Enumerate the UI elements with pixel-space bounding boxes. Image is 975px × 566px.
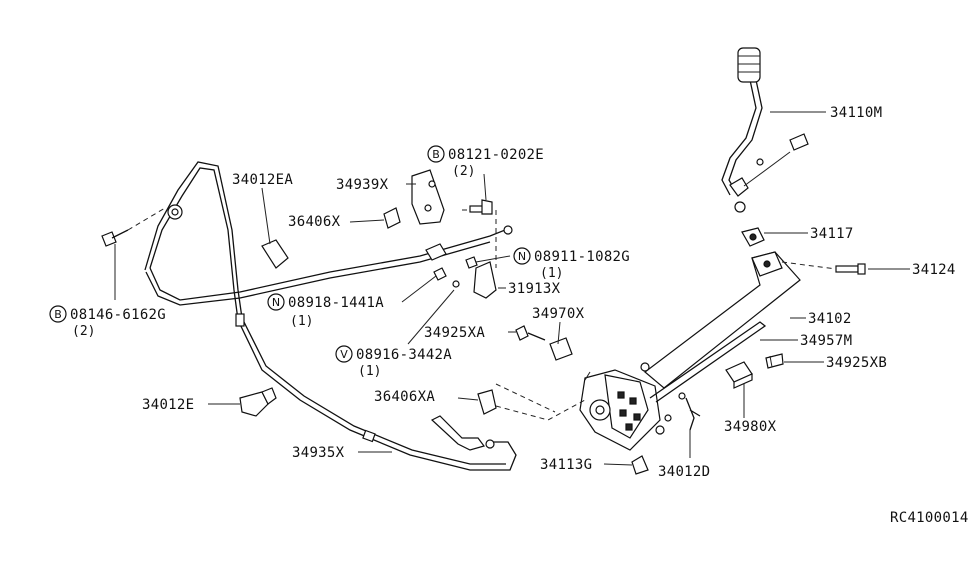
label-34117: 34117 — [810, 226, 854, 242]
label-08916: 08916-3442A — [356, 347, 452, 363]
cable-end-34935X — [430, 415, 486, 451]
clip-34113G-shape — [631, 455, 649, 475]
dash-36406XA-b — [495, 383, 556, 413]
cable-end-upper — [425, 243, 447, 261]
label-34113G: 34113G — [540, 457, 592, 473]
part-34970X-shape — [549, 337, 573, 361]
bolt-34925XB-shape — [765, 353, 784, 369]
label-08916-qty: (1) — [358, 364, 381, 379]
label-08918-qty: (1) — [290, 314, 313, 329]
pin-34012D-shape — [685, 397, 701, 431]
nut-08918-shape — [433, 267, 447, 281]
label-08146-qty: (2) — [72, 324, 95, 339]
label-34124: 34124 — [912, 262, 956, 278]
leaders — [114, 111, 910, 466]
label-08121: 08121-0202E — [448, 147, 544, 163]
bolt-08146-shape — [101, 229, 129, 247]
label-08911-qty: (1) — [540, 266, 563, 281]
rod-34957M — [649, 321, 767, 403]
clip-34012EA-shape — [261, 239, 289, 269]
nut-08911-shape — [465, 256, 478, 269]
cable-upper-b — [145, 241, 491, 306]
dash-36406XA — [495, 399, 586, 421]
prefix-n-08911: N — [513, 247, 531, 265]
prefix-n-08918: N — [267, 293, 285, 311]
clip-36406XA-shape — [477, 389, 497, 415]
label-34957M: 34957M — [800, 333, 852, 349]
prefix-v-08916-text: V — [340, 348, 348, 361]
clip-36406X-shape — [383, 207, 401, 229]
washer-08916-shape — [452, 280, 460, 288]
label-34012D: 34012D — [658, 464, 710, 480]
label-08146: 08146-6162G — [70, 307, 166, 323]
clip-34012E-ear — [261, 387, 277, 405]
prefix-n-08911-text: N — [518, 250, 526, 263]
label-31913X: 31913X — [508, 281, 561, 297]
label-34925XA: 34925XA — [424, 325, 485, 341]
dash-08146 — [127, 207, 166, 231]
prefix-n-08918-text: N — [272, 296, 280, 309]
cable-sleeve — [235, 313, 245, 327]
label-34970X: 34970X — [532, 306, 585, 322]
label-34012EA: 34012EA — [232, 172, 293, 188]
label-36406XA: 36406XA — [374, 389, 435, 405]
cable-34935X-a — [149, 167, 517, 471]
cable-upper — [149, 227, 511, 301]
label-34939X: 34939X — [336, 177, 389, 193]
prefix-b-08121-text: B — [432, 148, 440, 161]
pin-34012D-head — [678, 392, 686, 400]
label-08911: 08911-1082G — [534, 249, 630, 265]
label-34110M: 34110M — [830, 105, 882, 121]
prefix-b-08146: B — [49, 305, 67, 323]
cable-end-ring — [485, 439, 495, 449]
prefix-b-08146-text: B — [54, 308, 62, 321]
cable-34935X-b — [144, 161, 506, 465]
control-assembly — [579, 251, 801, 451]
label-08918: 08918-1441A — [288, 295, 384, 311]
label-36406X: 36406X — [288, 214, 341, 230]
cable-sleeve-2 — [362, 429, 376, 443]
bolt-08121-shape — [469, 199, 493, 215]
bolt-34925XA-shape — [515, 325, 546, 341]
label-34012E: 34012E — [142, 397, 194, 413]
label-08121-qty: (2) — [452, 164, 475, 179]
label-34925XB: 34925XB — [826, 355, 887, 371]
label-34935X: 34935X — [292, 445, 345, 461]
shift-lever — [721, 47, 809, 213]
part-34117-shape — [741, 227, 765, 247]
label-34980X: 34980X — [724, 419, 777, 435]
part-34980X-shape — [725, 361, 753, 389]
dash-34124 — [781, 261, 837, 270]
bolt-34124-shape — [835, 263, 866, 275]
bracket-31913X-shape — [473, 261, 497, 299]
grommet-hole — [171, 208, 179, 216]
clip-34012E-shape — [239, 391, 269, 417]
prefix-b-08121: B — [427, 145, 445, 163]
diagram-ref-code: RC4100014 — [890, 510, 969, 526]
cable-end-upper-ring — [503, 225, 513, 235]
label-34102: 34102 — [808, 311, 852, 327]
bracket-34939X — [411, 169, 445, 225]
prefix-v-08916: V — [335, 345, 353, 363]
